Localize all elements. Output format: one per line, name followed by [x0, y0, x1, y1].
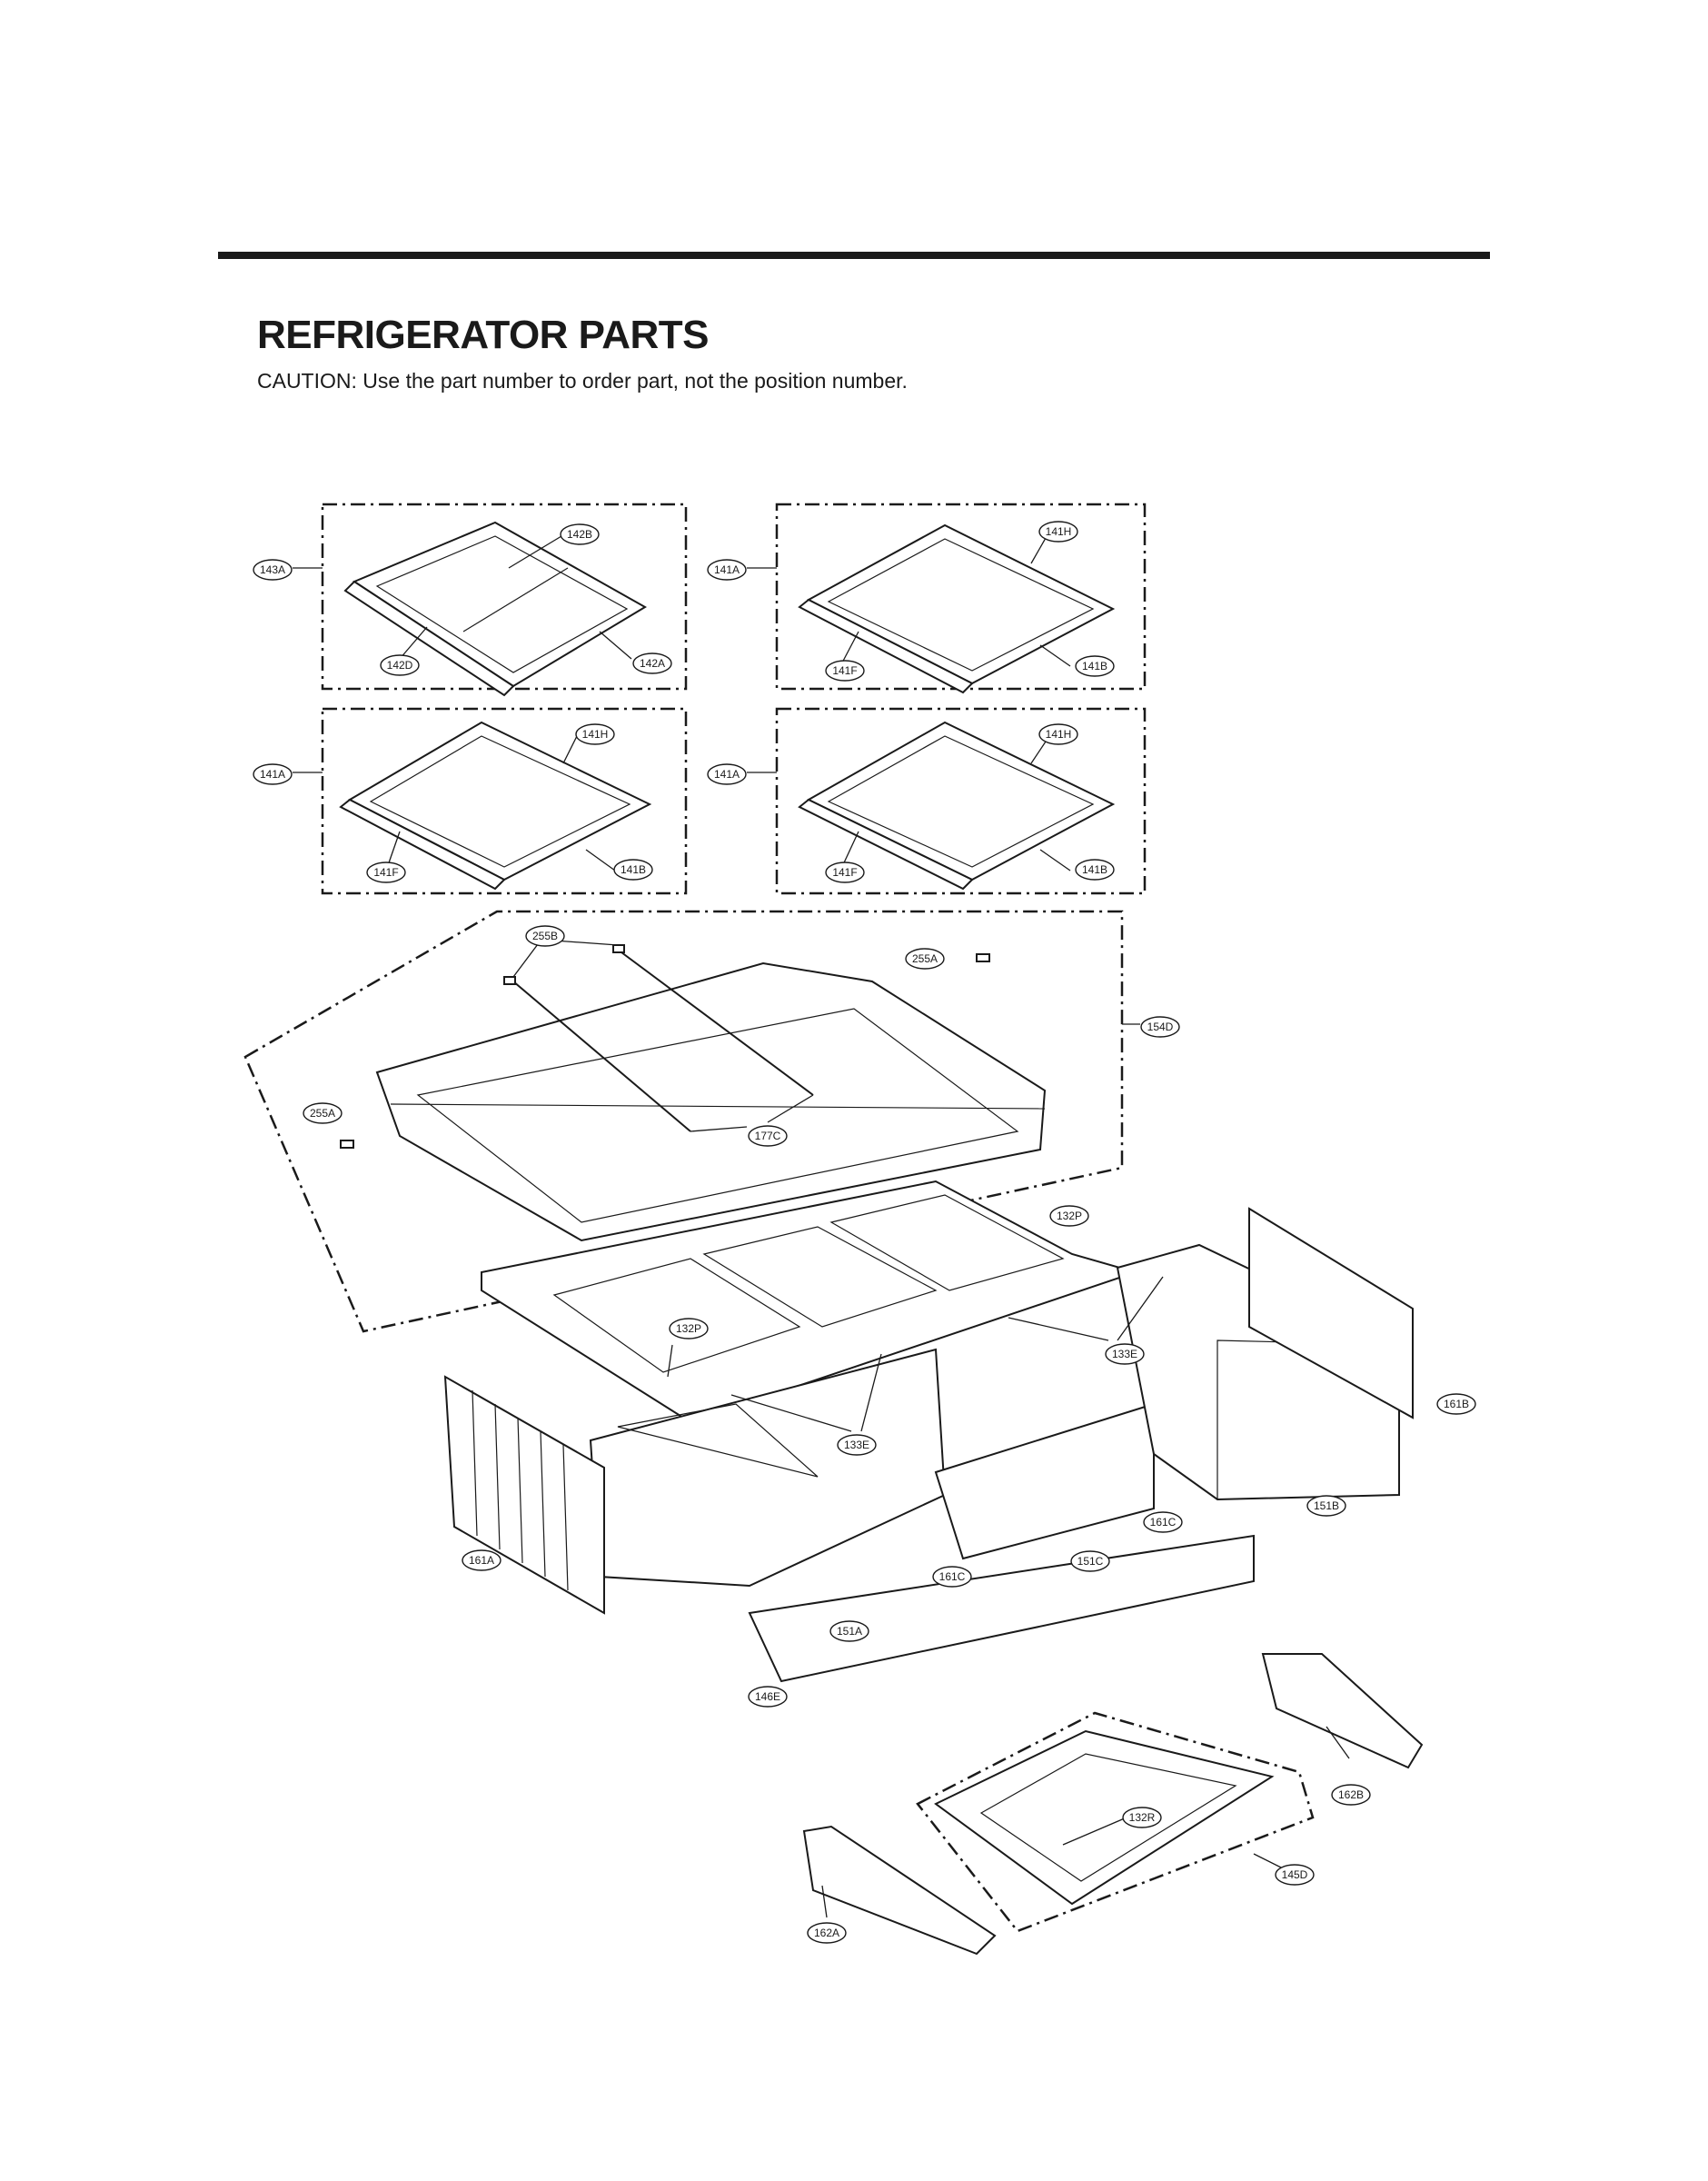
callout-132P: 132P: [1049, 1205, 1089, 1227]
shelf-assembly-141A-top-right: [775, 503, 1147, 694]
svg-text:133E: 133E: [844, 1439, 869, 1451]
callout-146E: 146E: [748, 1686, 788, 1708]
svg-text:146E: 146E: [755, 1690, 780, 1703]
callout-177C: 177C: [748, 1125, 788, 1147]
crisper-cover-assembly-154D: [243, 910, 1124, 1333]
svg-text:143A: 143A: [260, 563, 285, 576]
callout-151A: 151A: [829, 1620, 869, 1642]
callout-141F: 141F: [825, 861, 865, 883]
crisper-frame-assembly: [443, 1180, 1414, 1683]
callout-151C: 151C: [1070, 1550, 1110, 1572]
shelf-assembly-141A-middle-left: [321, 707, 688, 895]
callout-141B: 141B: [1075, 655, 1115, 677]
svg-text:255A: 255A: [310, 1107, 335, 1120]
callout-141F: 141F: [825, 660, 865, 682]
svg-text:142A: 142A: [640, 657, 665, 670]
header-rule: [218, 252, 1490, 259]
svg-text:161A: 161A: [469, 1554, 494, 1567]
svg-text:141A: 141A: [714, 563, 740, 576]
svg-text:141B: 141B: [1082, 863, 1107, 876]
svg-text:142B: 142B: [567, 528, 592, 541]
svg-text:151C: 151C: [1077, 1555, 1104, 1568]
svg-text:132R: 132R: [1129, 1811, 1156, 1824]
lower-drawer-parts: [802, 1653, 1424, 1956]
caution-note: CAUTION: Use the part number to order pa…: [257, 369, 908, 393]
svg-text:141A: 141A: [714, 768, 740, 781]
svg-text:255B: 255B: [532, 930, 558, 942]
shelf-assembly-143A: [321, 503, 688, 697]
svg-text:162B: 162B: [1338, 1788, 1364, 1801]
svg-text:141H: 141H: [582, 728, 609, 741]
svg-text:151B: 151B: [1314, 1499, 1339, 1512]
callout-162A: 162A: [807, 1922, 847, 1944]
svg-text:132P: 132P: [1057, 1210, 1082, 1222]
callout-162B: 162B: [1331, 1784, 1371, 1806]
callout-161C: 161C: [932, 1566, 972, 1588]
callout-161B: 161B: [1436, 1393, 1476, 1415]
svg-text:255A: 255A: [912, 952, 938, 965]
svg-text:151A: 151A: [837, 1625, 862, 1638]
svg-text:141B: 141B: [1082, 660, 1107, 672]
svg-text:132P: 132P: [676, 1322, 701, 1335]
svg-text:161B: 161B: [1444, 1398, 1469, 1410]
svg-text:141F: 141F: [373, 866, 398, 879]
callout-133E: 133E: [837, 1434, 877, 1456]
svg-text:141F: 141F: [832, 866, 857, 879]
svg-text:162A: 162A: [814, 1927, 839, 1939]
callout-161A: 161A: [462, 1549, 501, 1571]
callout-141A: 141A: [253, 763, 293, 785]
svg-text:141F: 141F: [832, 664, 857, 677]
svg-text:145D: 145D: [1282, 1868, 1308, 1881]
svg-text:177C: 177C: [755, 1130, 781, 1142]
svg-text:141H: 141H: [1046, 525, 1072, 538]
callout-141H: 141H: [575, 723, 615, 745]
page-title: REFRIGERATOR PARTS: [257, 313, 710, 357]
svg-text:141B: 141B: [621, 863, 646, 876]
callout-255A: 255A: [905, 948, 945, 970]
callout-141A: 141A: [707, 559, 747, 581]
svg-text:154D: 154D: [1147, 1021, 1174, 1033]
callout-142A: 142A: [632, 652, 672, 674]
callout-154D: 154D: [1140, 1016, 1180, 1038]
callout-151B: 151B: [1306, 1495, 1346, 1517]
callout-141A: 141A: [707, 763, 747, 785]
callout-141H: 141H: [1038, 723, 1078, 745]
svg-text:141H: 141H: [1046, 728, 1072, 741]
callout-161C: 161C: [1143, 1511, 1183, 1533]
callout-141F: 141F: [366, 861, 406, 883]
callout-255B: 255B: [525, 925, 565, 947]
callout-142D: 142D: [380, 654, 420, 676]
callout-132P: 132P: [669, 1318, 709, 1339]
svg-text:161C: 161C: [939, 1570, 966, 1583]
callout-141H: 141H: [1038, 521, 1078, 543]
callout-143A: 143A: [253, 559, 293, 581]
svg-text:141A: 141A: [260, 768, 285, 781]
svg-text:161C: 161C: [1150, 1516, 1177, 1529]
callout-141B: 141B: [1075, 859, 1115, 881]
shelf-assembly-141A-middle-right: [775, 707, 1147, 895]
callout-142B: 142B: [560, 523, 600, 545]
callout-133E: 133E: [1105, 1343, 1145, 1365]
callout-141B: 141B: [613, 859, 653, 881]
callout-145D: 145D: [1275, 1864, 1315, 1886]
svg-text:142D: 142D: [387, 659, 413, 672]
callout-255A: 255A: [303, 1102, 343, 1124]
callout-132R: 132R: [1122, 1807, 1162, 1828]
svg-text:133E: 133E: [1112, 1348, 1137, 1360]
